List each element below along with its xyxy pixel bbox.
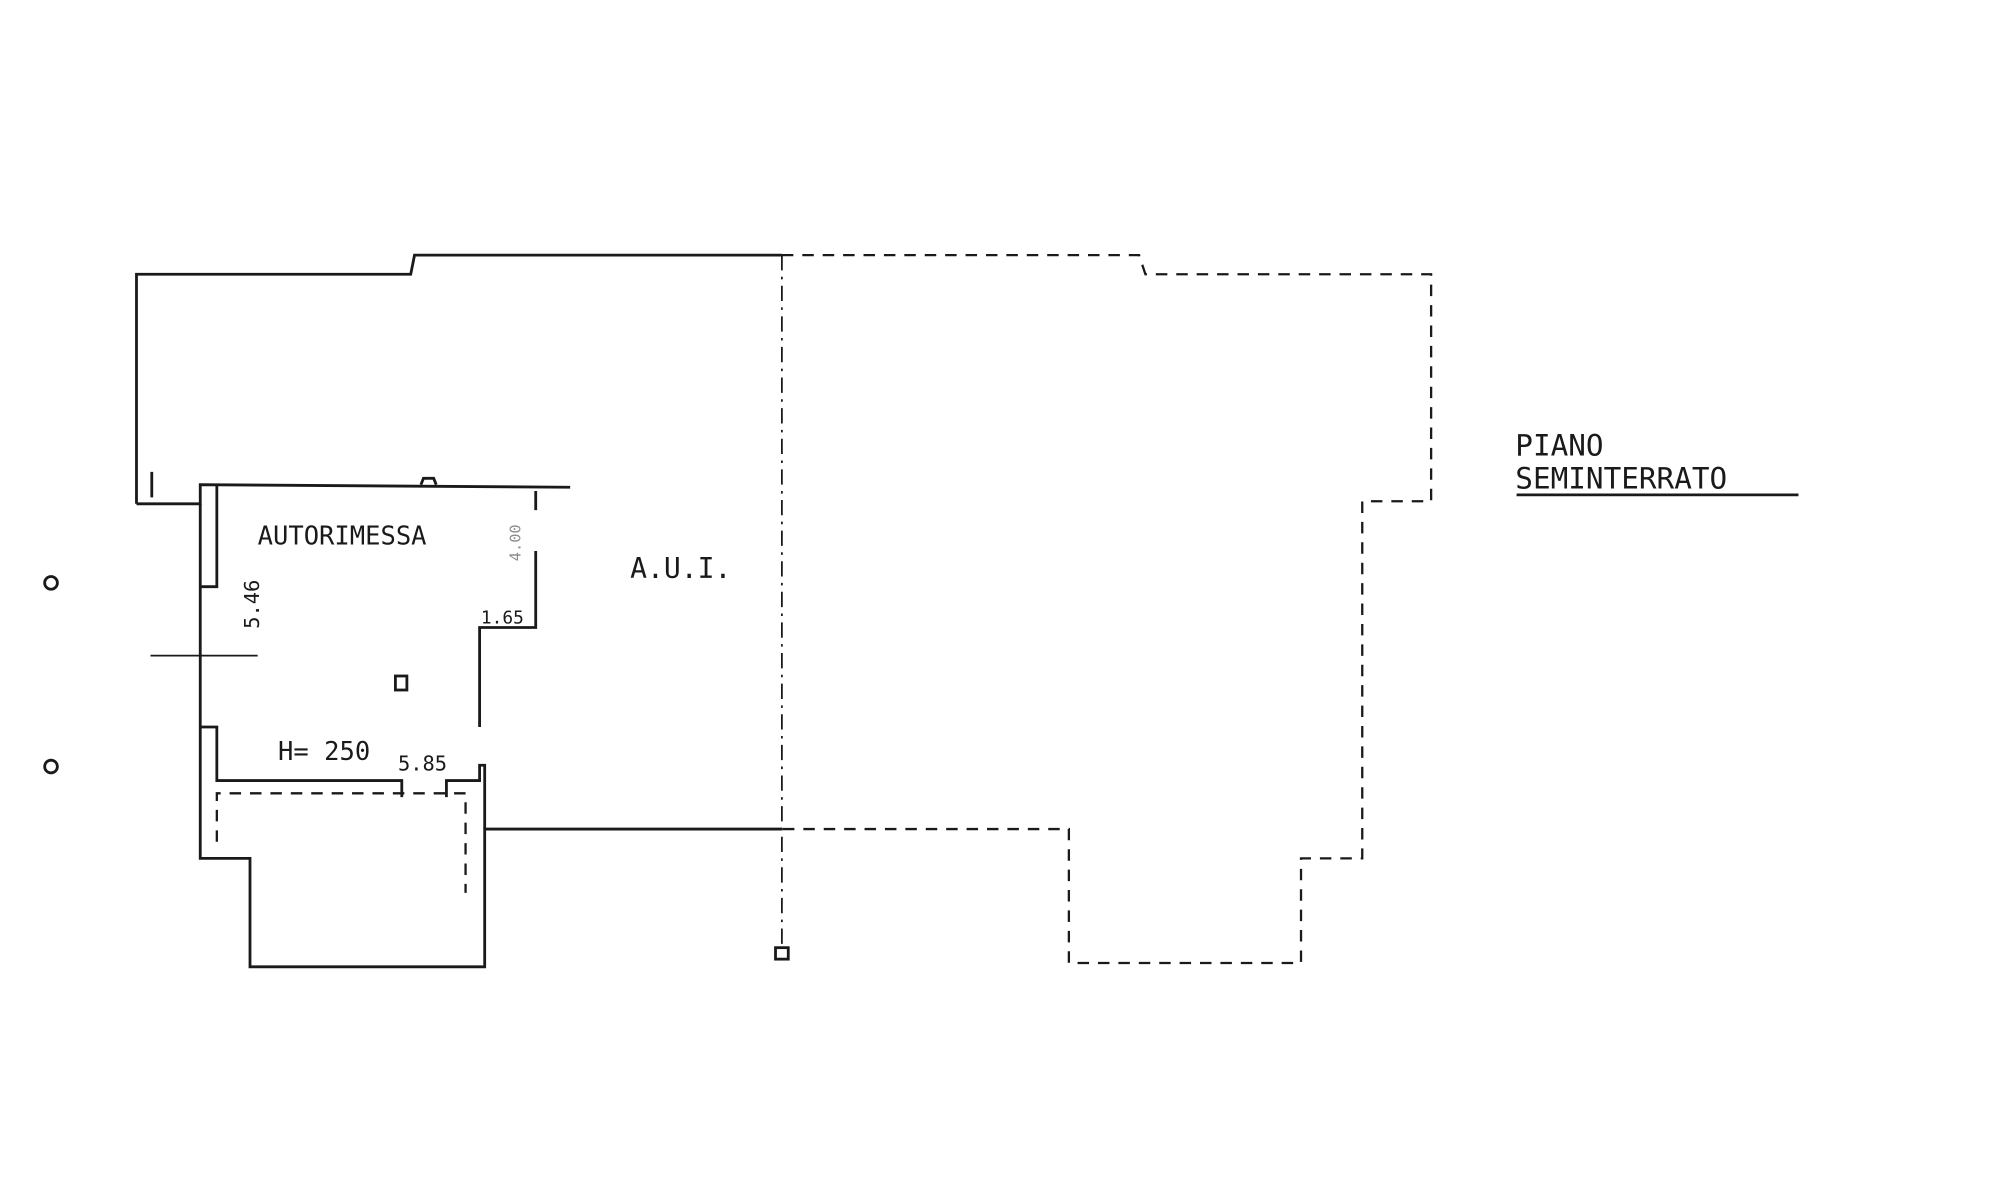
garage-wall-right [478, 550, 538, 728]
outer-wall-solid-top [135, 253, 782, 504]
height-label: H= 250 [278, 737, 370, 767]
outer-wall-solid-bottom [198, 827, 782, 969]
title-line-2: SEMINTERRATO [1515, 462, 1727, 496]
title-line-1: PIANO [1515, 428, 1603, 462]
dimension-bottom: 5.85 [398, 751, 447, 775]
reference-point [43, 758, 59, 775]
aui-label: A.U.I. [630, 552, 731, 585]
axis-marker [774, 946, 790, 961]
garage-wall-bottom [200, 725, 404, 798]
outer-wall-dashed [781, 253, 1433, 965]
ramp-dashed [215, 792, 467, 893]
dimension-step: 1.65 [481, 608, 524, 629]
reference-point [43, 575, 59, 591]
garage-stub [150, 471, 538, 511]
garage-wall-left-inner [198, 484, 219, 830]
pillar [394, 674, 409, 692]
garage-door [445, 763, 487, 830]
dimension-right-top: 4.00 [506, 524, 524, 561]
garage-label: AUTORIMESSA [258, 522, 427, 552]
dimension-left: 5.46 [240, 580, 264, 629]
garage-wall-left [136, 483, 571, 506]
